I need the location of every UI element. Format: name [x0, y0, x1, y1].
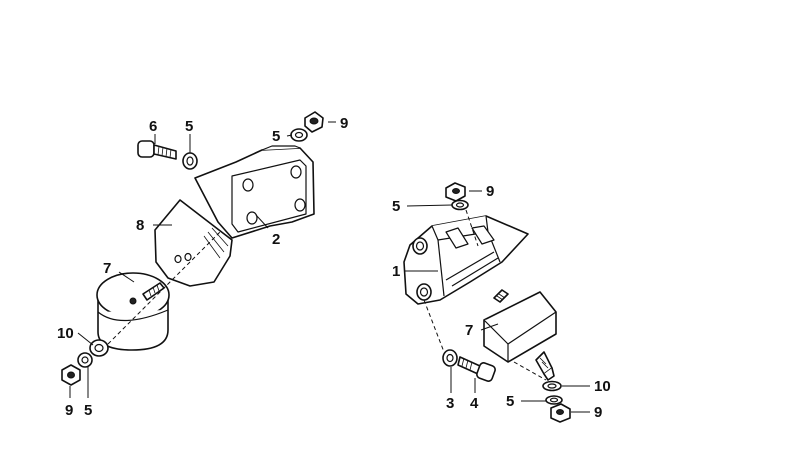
callout-5-bottom: 5	[84, 402, 92, 419]
callout-3: 3	[446, 395, 454, 412]
callout-9-bottom: 9	[594, 404, 602, 421]
callout-10: 10	[594, 378, 611, 395]
callout-9-top: 9	[486, 183, 494, 200]
callout-8: 8	[136, 217, 144, 234]
washer-part	[451, 199, 469, 211]
callout-6: 6	[149, 118, 157, 135]
nut-part	[445, 182, 466, 202]
callout-9-top: 9	[340, 115, 348, 132]
rubber-mount-part	[96, 272, 170, 351]
washer-part	[442, 349, 458, 367]
callouts-right: 9 5 1 7 3 4 10 5 9	[392, 183, 611, 421]
nut-part	[304, 111, 324, 133]
right-assembly: 9 5 1 7 3 4 10 5 9	[392, 182, 611, 423]
callout-5-bottom: 5	[506, 393, 514, 410]
callout-9-bottom: 9	[65, 402, 73, 419]
nut-part	[550, 403, 571, 423]
callout-5-top: 5	[185, 118, 193, 135]
callout-2: 2	[272, 231, 280, 248]
bracket-part	[194, 145, 315, 239]
bracket-part	[403, 215, 529, 305]
lock-washer-part	[542, 380, 562, 392]
callout-4: 4	[470, 395, 479, 412]
lock-washer-part	[89, 339, 109, 357]
leader-lines-left	[69, 121, 336, 398]
washer-part	[77, 352, 93, 368]
bolt-part	[137, 140, 177, 160]
left-assembly: 6 5 5 9 8 2 7 10 9 5	[57, 111, 348, 419]
callout-1: 1	[392, 263, 400, 280]
callout-7: 7	[103, 260, 111, 277]
leader-lines-right	[404, 190, 590, 413]
bolt-part	[457, 356, 496, 382]
washer-part	[182, 152, 198, 170]
washer-part	[290, 128, 308, 142]
washer-part	[545, 395, 563, 405]
heat-shield-part	[154, 199, 233, 287]
callout-10: 10	[57, 325, 74, 342]
rubber-mount-part	[483, 289, 557, 381]
callout-5-top: 5	[392, 198, 400, 215]
callout-5-right: 5	[272, 128, 280, 145]
nut-part	[61, 364, 81, 386]
callouts-left: 6 5 5 9 8 2 7 10 9 5	[57, 115, 348, 419]
callout-7: 7	[465, 322, 473, 339]
